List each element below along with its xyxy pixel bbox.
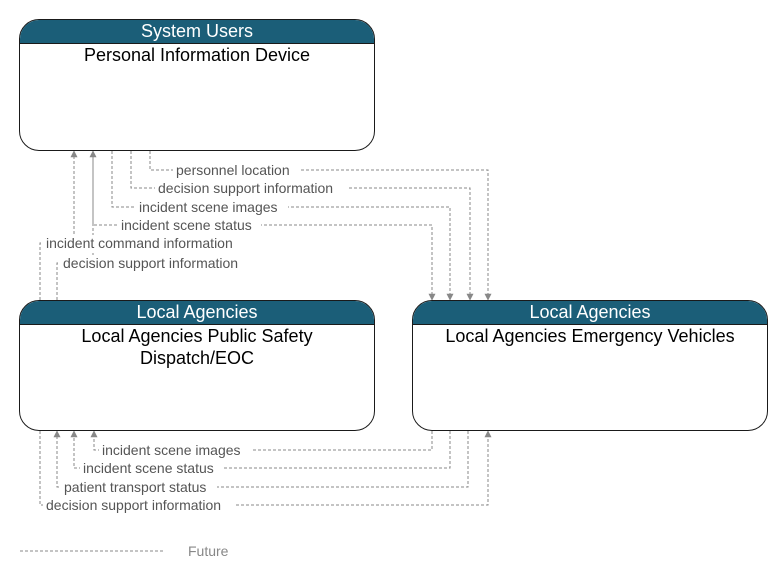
flow-label-patient-transport-status: patient transport status (64, 479, 206, 495)
node-public-safety-dispatch: Local Agencies Local Agencies Public Saf… (19, 300, 375, 431)
flow-label-incident-command-information: incident command information (46, 235, 233, 251)
flow-line-incident-scene-images-ev-psap (90, 430, 433, 451)
flow-label-personnel-location: personnel location (176, 162, 290, 178)
node-emergency-vehicles: Local Agencies Local Agencies Emergency … (412, 300, 768, 431)
flow-line-decision-support-psap-pid (56, 150, 97, 300)
node-stereotype: Local Agencies (413, 301, 767, 325)
flow-line-incident-scene-status-ev-psap (70, 430, 451, 469)
flow-label-incident-scene-status-ev-psap: incident scene status (83, 460, 214, 476)
flow-label-decision-support-psap-ev: decision support information (46, 497, 221, 513)
node-stereotype: Local Agencies (20, 301, 374, 325)
node-title: Local Agencies Public Safety Dispatch/EO… (81, 326, 313, 368)
flow-label-incident-scene-images-pid-ev: incident scene images (139, 199, 278, 215)
flow-label-decision-support-pid-ev: decision support information (158, 180, 333, 196)
flow-label-decision-support-psap-pid: decision support information (63, 255, 238, 271)
flow-label-incident-scene-images-ev-psap: incident scene images (102, 442, 241, 458)
flow-line-decision-support-psap-ev (39, 430, 492, 506)
legend-future-label: Future (188, 543, 229, 559)
node-stereotype: System Users (20, 20, 374, 44)
flow-line-incident-command-information (39, 150, 78, 300)
node-title: Personal Information Device (83, 45, 311, 65)
flow-label-incident-scene-status-pid-ev: incident scene status (121, 217, 252, 233)
node-personal-information-device: System Users Personal Information Device (19, 19, 375, 151)
flow-line-patient-transport-status (53, 430, 469, 488)
node-title: Local Agencies Emergency Vehicles (445, 326, 735, 346)
